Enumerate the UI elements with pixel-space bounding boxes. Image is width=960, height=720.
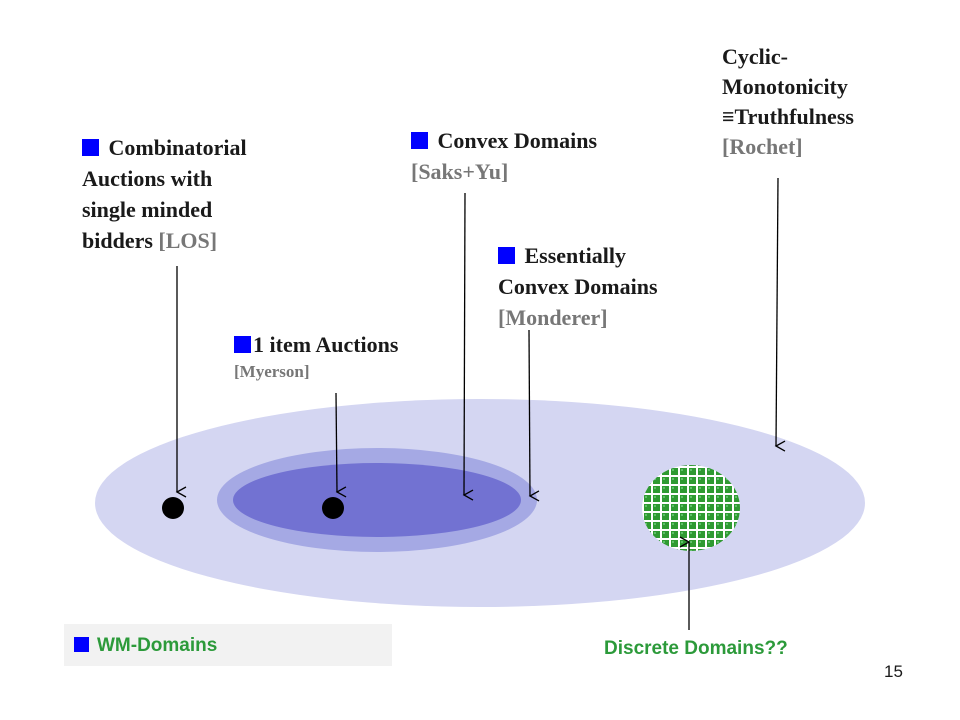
bullet-icon	[82, 139, 99, 156]
citation-saks-yu: [Saks+Yu]	[411, 159, 509, 184]
citation-monderer: [Monderer]	[498, 305, 608, 330]
convex-domains-label: Convex Domains [Saks+Yu]	[411, 128, 598, 184]
discrete-domains-label: Discrete Domains??	[604, 638, 788, 659]
bullet-icon	[411, 132, 428, 149]
citation-los: [LOS]	[158, 228, 218, 253]
convex-domains-ellipse	[233, 463, 521, 537]
bullet-icon	[234, 336, 251, 353]
combinatorial-point-dot	[162, 497, 184, 519]
arrow-cyclic	[774, 177, 786, 452]
essentially-convex-label: Essentially Convex Domains [Monderer]	[498, 243, 658, 330]
wm-domains-text: WM-Domains	[97, 635, 218, 656]
one-item-auctions-label: 1 item Auctions [Myerson]	[234, 329, 494, 384]
bullet-icon	[498, 247, 515, 264]
arrow-convex	[462, 192, 474, 501]
combinatorial-auctions-label: Combinatorial Auctions with single minde…	[82, 135, 247, 253]
citation-rochet: [Rochet]	[722, 134, 803, 159]
arrow-one-item	[335, 392, 347, 498]
citation-myerson: [Myerson]	[234, 362, 310, 381]
page-number: 15	[884, 662, 903, 681]
bullet-icon	[74, 637, 89, 652]
cyclic-monotonicity-label: Cyclic- Monotonicity ≡Truthfulness [Roch…	[722, 44, 854, 159]
arrow-essentially-convex	[528, 329, 540, 502]
wm-domains-legend: WM-Domains	[64, 624, 392, 666]
discrete-domains-grid	[642, 465, 740, 551]
one-item-point-dot	[322, 497, 344, 519]
equivalence-symbol: ≡	[722, 104, 735, 129]
